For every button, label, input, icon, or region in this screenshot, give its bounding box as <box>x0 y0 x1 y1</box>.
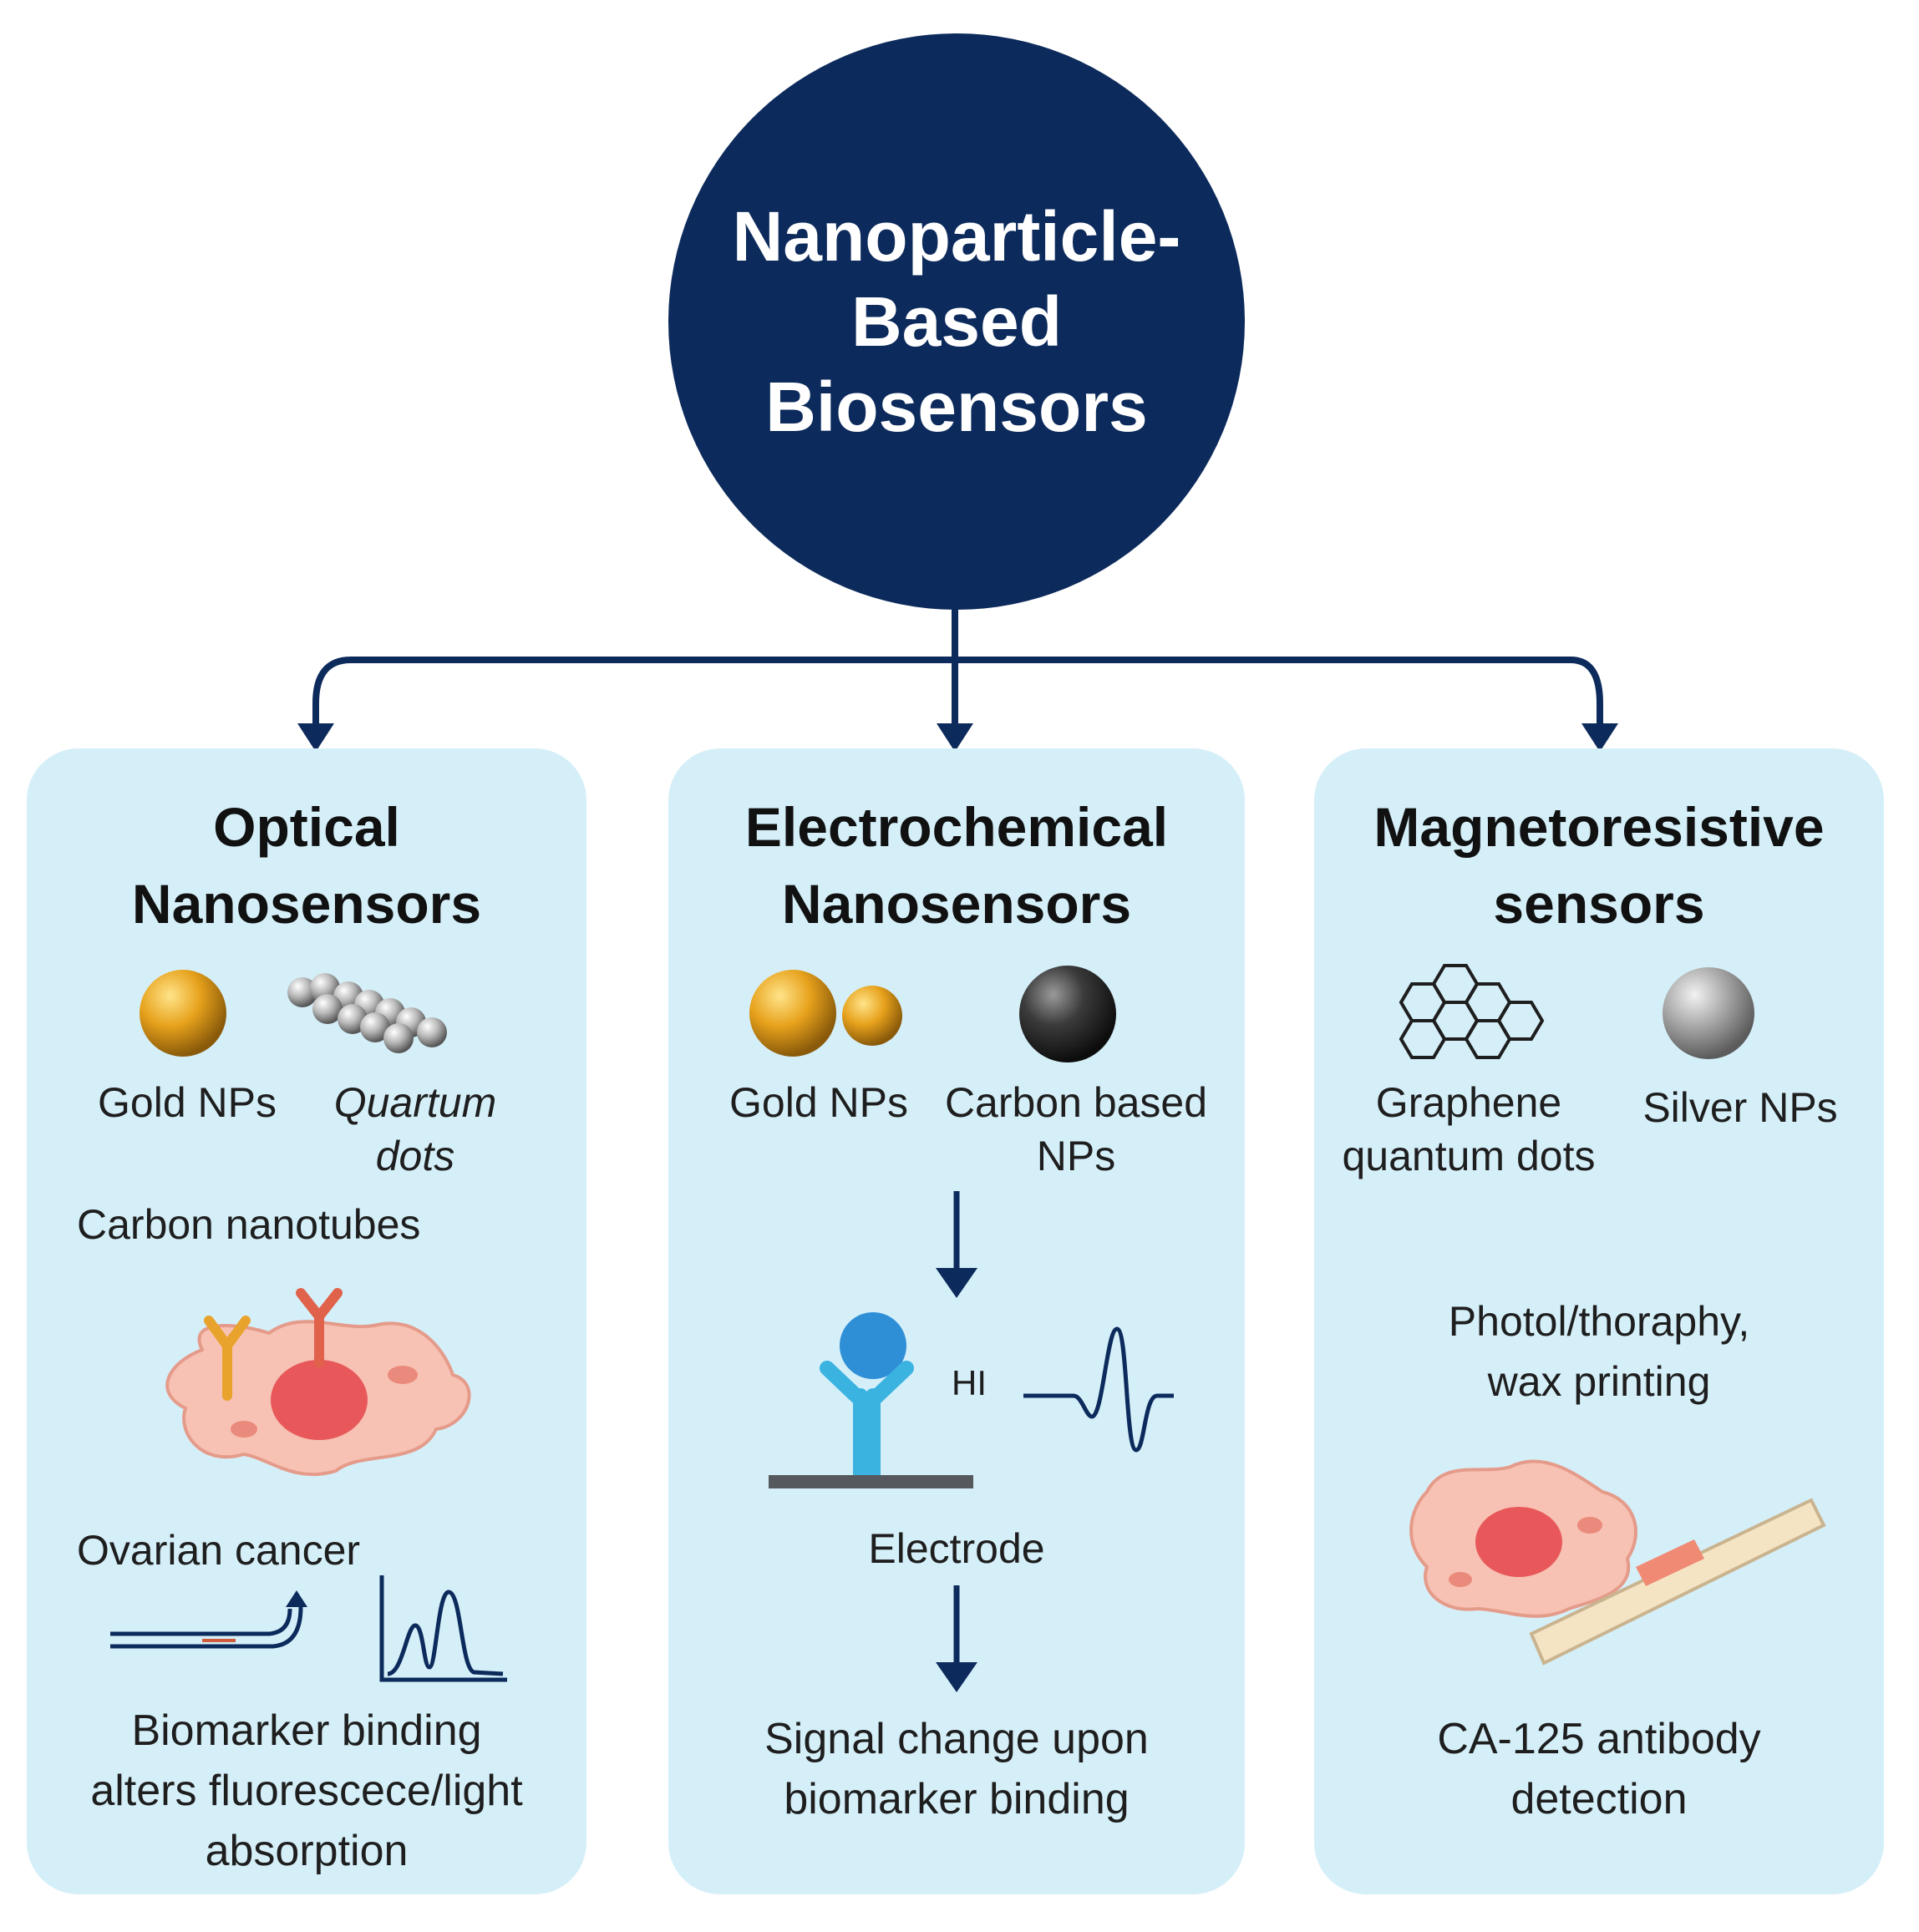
footer-line-2: detection <box>1510 1775 1688 1823</box>
panel-title: Electrochemical Nanosensors <box>668 789 1245 942</box>
footer-line-3: absorption <box>205 1827 409 1875</box>
panel-electrochemical: Electrochemical Nanosensors Gold NPs Car… <box>668 748 1245 1894</box>
arrowhead-left <box>297 723 334 752</box>
signal-wave-icon <box>1023 1326 1174 1453</box>
label-graphene-quantum-dots: Graphene quantum dots <box>1342 1079 1596 1179</box>
root-title: Nanoparticle- Based Biosensors <box>706 194 1207 449</box>
panel-title-line-2: sensors <box>1493 873 1705 935</box>
curve-arrow-icon <box>110 1590 307 1649</box>
carbon-sphere-icon <box>1019 966 1116 1062</box>
root-title-line-3: Biosensors <box>765 368 1148 446</box>
panel-title-line-1: Optical <box>213 796 400 858</box>
panel-footer: Signal change upon biomarker binding <box>668 1709 1245 1829</box>
footer-line-2: biomarker binding <box>784 1775 1130 1823</box>
panel-footer: Biomarker binding alters fluorescece/lig… <box>27 1701 586 1881</box>
antibody-icon <box>769 1312 973 1488</box>
label-antibody-text: HI <box>952 1363 987 1402</box>
footer-line-1: Signal change upon <box>764 1715 1149 1763</box>
root-node: Nanoparticle- Based Biosensors <box>668 33 1245 610</box>
method-line-1: Photol/thoraphy, <box>1448 1298 1750 1345</box>
method-text: Photol/thoraphy, wax printing <box>1314 1291 1884 1412</box>
graphene-hexagon-icon <box>1399 964 1545 1059</box>
label-gold-nps: Gold NPs <box>729 1079 908 1126</box>
quantum-dots-icon <box>287 973 447 1053</box>
arrowhead-right <box>1581 723 1618 752</box>
label-quantum-dots: Quartum dots <box>333 1079 497 1179</box>
footer-line-1: CA-125 antibody <box>1437 1715 1761 1763</box>
down-arrow-icon <box>936 1585 977 1692</box>
gold-sphere-icon <box>140 970 226 1057</box>
label-carbon-nanotubes: Carbon nanotubes <box>77 1201 421 1248</box>
arrowhead-center <box>937 723 973 752</box>
panel-title-line-2: Nanosensors <box>781 873 1132 935</box>
gold-sphere-icon <box>749 970 902 1057</box>
arrow-curve-right <box>1570 657 1603 727</box>
silver-sphere-icon <box>1663 967 1754 1059</box>
label-silver-nps: Silver NPs <box>1642 1084 1838 1131</box>
panel-title: Magnetoresistive sensors <box>1314 789 1884 942</box>
root-title-line-1: Nanoparticle- <box>732 197 1181 276</box>
footer-line-2: alters fluorescece/light <box>90 1767 523 1815</box>
label-electrode: Electrode <box>868 1525 1045 1572</box>
panel-footer: CA-125 antibody detection <box>1314 1709 1884 1829</box>
cell-icon <box>165 1288 471 1477</box>
root-title-line-2: Based <box>850 282 1063 361</box>
footer-line-1: Biomarker binding <box>131 1706 482 1755</box>
panel-magnetoresistive: Magnetoresistive sensors Graphene quantu… <box>1314 748 1884 1894</box>
panel-title-line-1: Magnetoresistive <box>1373 796 1825 858</box>
panel-title-line-1: Electrochemical <box>744 796 1169 858</box>
arrow-curve-left <box>312 657 352 727</box>
label-carbon-based-nps: Carbon based NPs <box>944 1079 1208 1179</box>
label-ovarian-cancer: Ovarian cancer <box>77 1527 361 1574</box>
method-line-2: wax printing <box>1487 1358 1711 1405</box>
test-strip-icon <box>1409 1459 1826 1666</box>
panel-title-line-2: Nanosensors <box>131 873 482 935</box>
spectrum-icon <box>379 1575 507 1682</box>
down-arrow-icon <box>936 1191 977 1298</box>
panel-title: Optical Nanosensors <box>27 789 586 942</box>
label-gold-nps: Gold NPs <box>98 1079 277 1126</box>
panel-optical: Optical Nanosensors Gold NPs Quartum dot… <box>27 748 586 1894</box>
